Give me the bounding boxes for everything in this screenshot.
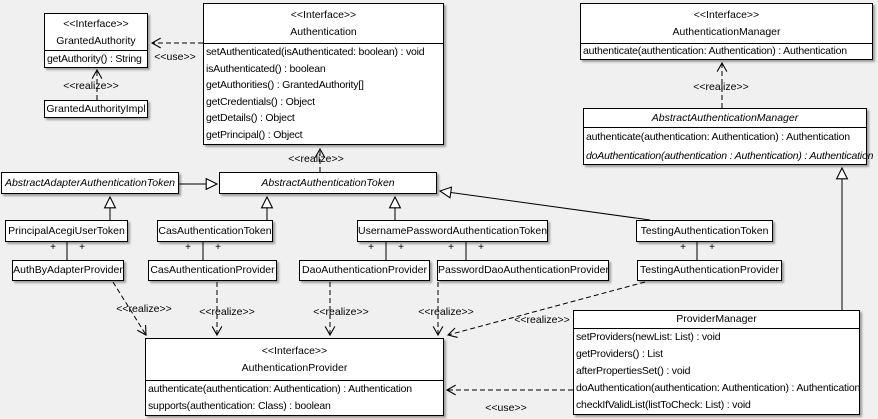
method-label: checkIfValidList(listToCheck: List) : vo… bbox=[576, 399, 751, 411]
edge-realize-authbyadapterprovider bbox=[112, 281, 147, 336]
method-label: authenticate(authentication: Authenticat… bbox=[583, 45, 847, 57]
class-box-authentication-manager: <<Interface>> AuthenticationManager auth… bbox=[580, 3, 873, 60]
class-name: AuthByAdapterProvider bbox=[13, 264, 123, 276]
class-name: TestingAuthenticationToken bbox=[640, 225, 769, 237]
class-box-testing-authentication-provider: TestingAuthenticationProvider bbox=[637, 260, 782, 281]
class-box-provider-manager: ProviderManager setProviders(newList: Li… bbox=[573, 310, 860, 415]
class-name: CasAuthenticationProvider bbox=[150, 264, 275, 276]
edge-gen-testingauthenticationtoken bbox=[438, 186, 651, 221]
stereotype-label: <<Interface>> bbox=[261, 345, 328, 357]
assoc-end-plus: + bbox=[368, 242, 374, 253]
class-name: DaoAuthenticationProvider bbox=[302, 264, 427, 276]
method-label: getAuthorities() : GrantedAuthority[] bbox=[206, 79, 364, 92]
class-name: PrincipalAcegiUserToken bbox=[8, 225, 125, 237]
method-label: doAuthentication(authentication : Authen… bbox=[586, 149, 874, 162]
assoc-end-plus: + bbox=[709, 242, 715, 253]
edge-label-realize: <<realize>> bbox=[693, 81, 749, 93]
assoc-end-plus: + bbox=[185, 242, 191, 253]
method-label: getAuthority() : String bbox=[47, 53, 142, 65]
assoc-end-plus: + bbox=[478, 242, 484, 253]
class-box-cas-authentication-provider: CasAuthenticationProvider bbox=[148, 260, 277, 281]
stereotype-label: <<Interface>> bbox=[693, 9, 760, 21]
class-name: PasswordDaoAuthenticationProvider bbox=[438, 264, 610, 276]
class-name: AuthenticationManager bbox=[672, 26, 781, 38]
method-label: authenticate(authentication: Authenticat… bbox=[586, 131, 850, 143]
method-label: getDetails() : Object bbox=[206, 112, 295, 125]
class-box-testing-authentication-token: TestingAuthenticationToken bbox=[636, 220, 773, 242]
class-box-authentication: <<Interface>> Authentication setAuthenti… bbox=[203, 3, 444, 145]
edge-label-realize: <<realize>> bbox=[199, 306, 255, 318]
edge-label-use: <<use>> bbox=[485, 402, 527, 414]
class-box-auth-by-adapter-provider: AuthByAdapterProvider bbox=[12, 260, 124, 281]
class-name: GrantedAuthorityImpl bbox=[46, 103, 146, 115]
class-box-cas-authentication-token: CasAuthenticationToken bbox=[157, 220, 273, 242]
assoc-end-plus: + bbox=[680, 242, 686, 253]
class-box-username-password-authentication-token: UsernamePasswordAuthenticationToken bbox=[357, 220, 548, 242]
assoc-end-plus: + bbox=[79, 242, 85, 253]
edge-label-realize: <<realize>> bbox=[63, 80, 119, 92]
class-box-dao-authentication-provider: DaoAuthenticationProvider bbox=[299, 260, 430, 281]
class-box-principal-acegi-user-token: PrincipalAcegiUserToken bbox=[5, 220, 128, 242]
method-label: setProviders(newList: List) : void bbox=[576, 331, 721, 343]
class-name: ProviderManager bbox=[676, 313, 757, 325]
class-box-abstract-authentication-manager: AbstractAuthenticationManager authentica… bbox=[583, 108, 874, 165]
class-name: UsernamePasswordAuthenticationToken bbox=[358, 225, 548, 237]
method-label: setAuthenticated(isAuthenticated: boolea… bbox=[206, 46, 425, 58]
method-label: getProviders() : List bbox=[576, 348, 663, 360]
edge-realize-testingauthenticationprovider bbox=[446, 281, 646, 338]
class-box-abstract-authentication-token: AbstractAuthenticationToken bbox=[219, 172, 437, 194]
edge-label-realize: <<realize>> bbox=[418, 306, 474, 318]
method-label: doAuthentication(authentication: Authent… bbox=[576, 382, 861, 394]
method-label: afterPropertiesSet() : void bbox=[576, 365, 691, 377]
method-label: getPrincipal() : Object bbox=[206, 128, 303, 141]
edge-label-realize: <<realize>> bbox=[313, 306, 369, 318]
method-label: getCredentials() : Object bbox=[206, 95, 315, 108]
method-label: supports(authentication: Class) : boolea… bbox=[148, 400, 331, 412]
class-box-authentication-provider: <<Interface>> AuthenticationProvider aut… bbox=[145, 338, 444, 416]
edge-label-use: <<use>> bbox=[154, 51, 196, 63]
assoc-end-plus: + bbox=[215, 242, 221, 253]
stereotype-label: <<Interface>> bbox=[290, 9, 357, 21]
method-label: authenticate(authentication: Authenticat… bbox=[148, 383, 412, 395]
assoc-end-plus: + bbox=[50, 242, 56, 253]
class-name: GrantedAuthority bbox=[56, 35, 136, 47]
stereotype-label: <<Interface>> bbox=[63, 18, 129, 30]
assoc-end-plus: + bbox=[448, 242, 454, 253]
edge-label-realize: <<realize>> bbox=[514, 314, 570, 326]
class-name: AbstractAdapterAuthenticationToken bbox=[4, 177, 176, 189]
class-box-password-dao-authentication-provider: PasswordDaoAuthenticationProvider bbox=[437, 260, 609, 281]
class-box-granted-authority-impl: GrantedAuthorityImpl bbox=[44, 100, 148, 118]
class-name: AbstractAuthenticationManager bbox=[651, 112, 799, 124]
class-name: AbstractAuthenticationToken bbox=[261, 177, 395, 189]
class-name: TestingAuthenticationProvider bbox=[640, 264, 779, 276]
edge-label-realize: <<realize>> bbox=[288, 153, 344, 165]
method-label: isAuthenticated() : boolean bbox=[206, 62, 326, 75]
edge-label-realize: <<realize>> bbox=[116, 303, 172, 315]
assoc-end-plus: + bbox=[398, 242, 404, 253]
class-name: CasAuthenticationToken bbox=[158, 225, 272, 237]
class-box-abstract-adapter-authentication-token: AbstractAdapterAuthenticationToken bbox=[1, 172, 179, 194]
class-name: Authentication bbox=[290, 26, 357, 38]
class-name: AuthenticationProvider bbox=[241, 362, 348, 374]
class-box-granted-authority: <<Interface>> GrantedAuthority getAuthor… bbox=[44, 13, 148, 68]
